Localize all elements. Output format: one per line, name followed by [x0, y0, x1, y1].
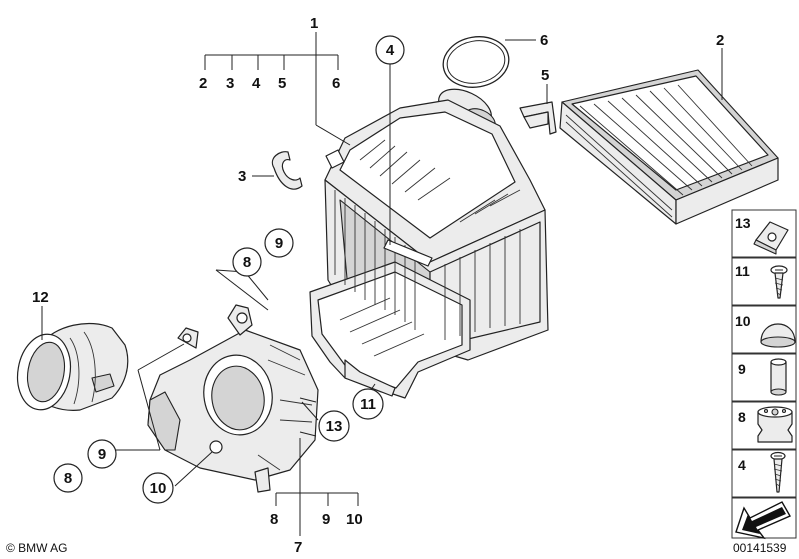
forward-arrow-icon	[735, 501, 791, 540]
circle-callout-11: 11	[352, 388, 384, 420]
callout-group-3: 3	[226, 75, 234, 92]
direction-arrow-box	[731, 497, 797, 540]
svg-text:4: 4	[738, 457, 746, 473]
circle-callout-8-top: 8	[232, 247, 262, 277]
circled-callouts: 4 9 8 9 8 10 13 11	[53, 35, 405, 504]
callout-bottom-10: 10	[346, 511, 363, 528]
retaining-clip	[271, 151, 303, 190]
intake-silencer	[147, 304, 319, 493]
rubber-cap-icon	[760, 323, 796, 348]
footer: © BMW AG 00141539	[6, 541, 787, 555]
svg-text:13: 13	[326, 418, 343, 435]
callout-3: 3	[238, 168, 246, 185]
callout-6: 6	[540, 32, 548, 49]
callout-2: 2	[716, 32, 724, 49]
clip-nut-icon	[753, 221, 789, 255]
callout-labels: 1 2 6 5 3 2 3 4 5 6 12 7 8 9 10	[32, 15, 724, 556]
screw-icon	[770, 265, 788, 299]
hardware-side-panel: 13 11	[731, 209, 797, 540]
svg-text:8: 8	[243, 254, 251, 271]
svg-text:10: 10	[735, 313, 751, 329]
side-panel-item-11: 11	[731, 257, 797, 306]
circle-callout-9-left: 9	[87, 439, 117, 469]
svg-text:8: 8	[738, 409, 746, 425]
circle-callout-9-top: 9	[264, 228, 294, 258]
svg-text:4: 4	[386, 42, 395, 59]
callout-12: 12	[32, 289, 49, 306]
circle-callout-10: 10	[142, 472, 174, 504]
callout-group-6: 6	[332, 75, 340, 92]
svg-text:9: 9	[98, 446, 106, 463]
intake-duct	[16, 322, 129, 411]
circle-callout-13: 13	[318, 410, 350, 442]
callout-group-4: 4	[252, 75, 261, 92]
air-filter-element	[559, 69, 779, 225]
svg-text:11: 11	[360, 396, 376, 413]
side-panel-item-10: 10	[731, 305, 797, 354]
side-panel-item-9: 9	[731, 353, 797, 402]
callout-5: 5	[541, 67, 549, 84]
svg-text:9: 9	[275, 235, 283, 252]
callout-1: 1	[310, 15, 318, 32]
side-panel-item-4: 4	[731, 449, 797, 498]
copyright-text: © BMW AG	[6, 541, 68, 555]
circle-callout-4: 4	[375, 35, 405, 65]
image-number: 00141539	[733, 541, 787, 555]
callout-group-2: 2	[199, 75, 207, 92]
callout-7: 7	[294, 539, 302, 556]
side-panel-item-13: 13	[731, 209, 797, 258]
callout-bottom-9: 9	[322, 511, 330, 528]
air-filter-housing	[309, 88, 549, 399]
circle-callout-8-left: 8	[53, 463, 83, 493]
svg-text:13: 13	[735, 215, 751, 231]
svg-text:9: 9	[738, 361, 746, 377]
callout-bottom-8: 8	[270, 511, 278, 528]
sleeve-icon	[770, 358, 787, 396]
self-tapping-screw-icon	[770, 451, 786, 493]
clip-bracket	[519, 101, 557, 135]
svg-text:10: 10	[150, 480, 167, 497]
svg-text:11: 11	[735, 263, 750, 279]
seal-ring	[442, 36, 510, 88]
side-panel-item-8: 8	[731, 401, 797, 450]
svg-text:8: 8	[64, 470, 72, 487]
rubber-grommet-icon	[757, 406, 793, 443]
callout-group-5: 5	[278, 75, 286, 92]
